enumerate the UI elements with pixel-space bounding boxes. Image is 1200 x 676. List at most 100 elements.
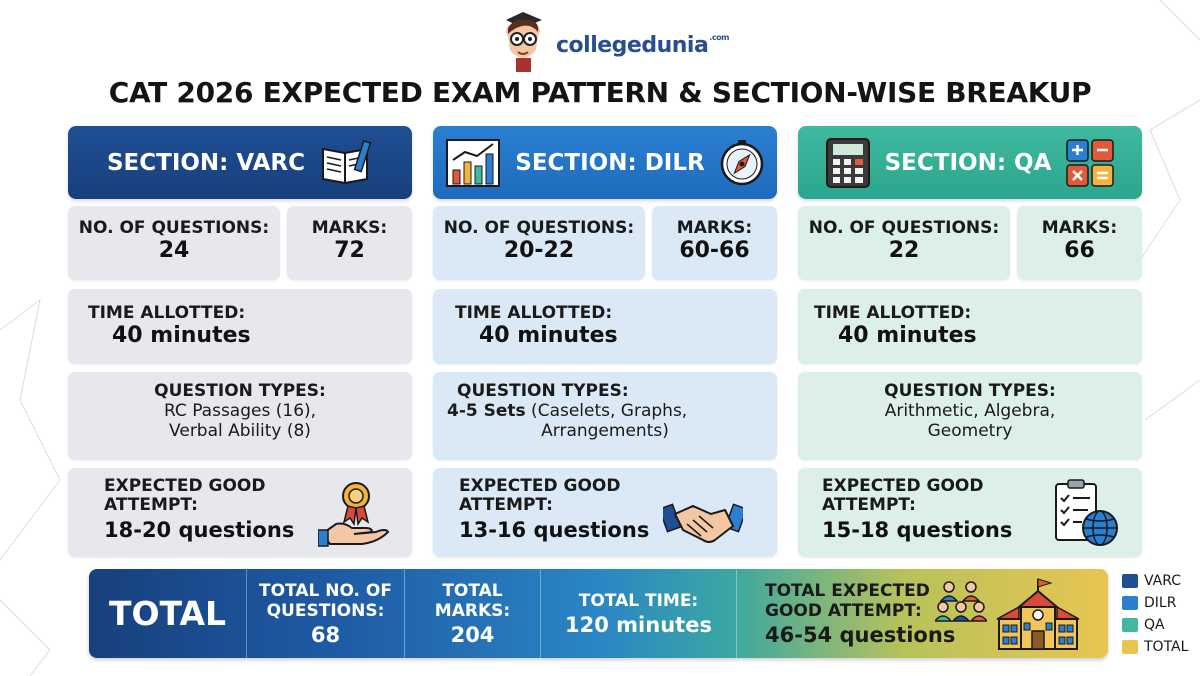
good-attempt-label: EXPECTED GOOD (104, 476, 266, 496)
question-types-label: QUESTION TYPES: (154, 381, 326, 401)
bar-chart-icon (446, 138, 501, 187)
good-attempt-value: 15-18 questions (822, 518, 1013, 542)
questions-label: NO. OF QUESTIONS: (808, 218, 1000, 238)
time-label: TIME ALLOTTED: (814, 303, 972, 323)
handshake-icon (663, 503, 743, 543)
question-types-card: QUESTION TYPES: 4-5 Sets (Caselets, Grap… (433, 372, 777, 460)
total-marks-label: TOTAL (442, 580, 503, 601)
time-card: TIME ALLOTTED: 40 minutes (433, 289, 777, 364)
question-types-line: Geometry (927, 421, 1013, 441)
question-types-label: QUESTION TYPES: (884, 381, 1056, 401)
good-attempt-label: ATTEMPT: (459, 495, 553, 515)
section-varc: SECTION: VARC NO. OF QUESTIONS: 24 MARKS… (68, 126, 412, 557)
total-good-attempt: TOTAL EXPECTED GOOD ATTEMPT: 46-54 quest… (736, 569, 1108, 658)
good-attempt-card: EXPECTED GOOD ATTEMPT: 13-16 questions (433, 468, 777, 557)
question-types-label: QUESTION TYPES: (457, 381, 629, 401)
marks-value: 60-66 (679, 238, 750, 263)
question-types-detail: (Caselets, Graphs, (525, 401, 688, 421)
compass-icon (720, 139, 763, 185)
section-title: SECTION: DILR (515, 149, 705, 176)
time-value: 40 minutes (838, 323, 977, 348)
questions-card: NO. OF QUESTIONS: 20-22 (433, 206, 645, 280)
marks-value: 72 (334, 238, 365, 263)
legend: VARC DILR QA TOTAL (1122, 570, 1188, 658)
math-symbols-icon (1066, 138, 1115, 187)
total-questions-value: 68 (310, 622, 341, 647)
total-summary-bar: TOTAL TOTAL NO. OF QUESTIONS: 68 TOTAL M… (89, 569, 1108, 658)
total-time-value: 120 minutes (565, 612, 712, 637)
section-title: SECTION: QA (884, 149, 1052, 176)
total-marks-label: MARKS: (434, 600, 511, 621)
legend-item-dilr: DILR (1122, 592, 1188, 614)
question-types-line: 4-5 Sets (Caselets, Graphs, (433, 401, 777, 421)
good-attempt-label: ATTEMPT: (104, 495, 198, 515)
brand-name: collegedunia.com (556, 32, 729, 58)
marks-label: MARKS: (676, 218, 753, 238)
total-attempt-label: GOOD ATTEMPT: (765, 600, 922, 621)
legend-swatch (1122, 596, 1138, 610)
marks-label: MARKS: (1041, 218, 1118, 238)
time-card: TIME ALLOTTED: 40 minutes (798, 289, 1142, 364)
section-dilr: SECTION: DILR NO. OF QUESTIONS: 20-22 MA… (433, 126, 777, 557)
brand-suffix: .com (709, 32, 729, 42)
question-types-line: Verbal Ability (8) (169, 421, 311, 441)
legend-item-qa: QA (1122, 614, 1188, 636)
student-mascot-icon (506, 12, 542, 72)
good-attempt-value: 18-20 questions (104, 518, 295, 542)
questions-label: NO. OF QUESTIONS: (78, 218, 270, 238)
marks-card: MARKS: 66 (1017, 206, 1142, 280)
total-questions: TOTAL NO. OF QUESTIONS: 68 (246, 569, 404, 658)
total-questions-label: QUESTIONS: (266, 600, 385, 621)
total-marks-value: 204 (450, 622, 495, 647)
brand-logo: collegedunia.com (496, 10, 729, 72)
questions-value: 24 (158, 238, 190, 263)
section-dilr-header: SECTION: DILR (433, 126, 777, 199)
questions-value: 22 (888, 238, 920, 263)
marks-card: MARKS: 72 (287, 206, 412, 280)
question-types-card: QUESTION TYPES: RC Passages (16), Verbal… (68, 372, 412, 460)
total-label: TOTAL (108, 594, 227, 633)
legend-swatch (1122, 574, 1138, 588)
section-varc-header: SECTION: VARC (68, 126, 412, 199)
calculator-icon (825, 137, 870, 188)
section-qa: SECTION: QA NO. OF QUESTIONS: 22 MARKS: … (798, 126, 1142, 557)
section-qa-header: SECTION: QA (798, 126, 1142, 199)
total-attempt-value: 46-54 questions (765, 622, 956, 647)
questions-value: 20-22 (503, 238, 575, 263)
good-attempt-label: EXPECTED GOOD (459, 476, 621, 496)
people-group-icon (935, 581, 987, 622)
questions-card: NO. OF QUESTIONS: 22 (798, 206, 1010, 280)
question-types-card: QUESTION TYPES: Arithmetic, Algebra, Geo… (798, 372, 1142, 460)
questions-card: NO. OF QUESTIONS: 24 (68, 206, 280, 280)
legend-item-varc: VARC (1122, 570, 1188, 592)
marks-label: MARKS: (311, 218, 388, 238)
good-attempt-card: EXPECTED GOOD ATTEMPT: 18-20 questions (68, 468, 412, 557)
question-types-line: RC Passages (16), (163, 401, 317, 421)
question-types-line: Arithmetic, Algebra, (884, 401, 1056, 421)
total-time-label: TOTAL TIME: (578, 590, 699, 611)
good-attempt-value: 13-16 questions (459, 518, 650, 542)
school-building-icon (996, 578, 1080, 650)
questions-label: NO. OF QUESTIONS: (443, 218, 635, 238)
section-title: SECTION: VARC (106, 149, 306, 176)
total-attempt-label: TOTAL EXPECTED (765, 580, 930, 601)
time-card: TIME ALLOTTED: 40 minutes (68, 289, 412, 364)
question-types-sets: 4-5 Sets (447, 401, 526, 421)
good-attempt-label: ATTEMPT: (822, 495, 916, 515)
time-value: 40 minutes (479, 323, 618, 348)
question-types-line: Arrangements) (541, 421, 669, 441)
legend-label: QA (1144, 617, 1165, 633)
legend-label: DILR (1144, 595, 1177, 611)
award-hand-icon (318, 482, 390, 547)
marks-value: 66 (1064, 238, 1095, 263)
marks-card: MARKS: 60-66 (652, 206, 777, 280)
legend-label: TOTAL (1144, 639, 1189, 655)
legend-swatch (1122, 618, 1138, 632)
book-pen-icon (322, 139, 372, 184)
time-label: TIME ALLOTTED: (455, 303, 613, 323)
total-marks: TOTAL MARKS: 204 (404, 569, 540, 658)
good-attempt-card: EXPECTED GOOD ATTEMPT: 15-18 questions (798, 468, 1142, 557)
total-time: TOTAL TIME: 120 minutes (540, 569, 736, 658)
legend-item-total: TOTAL (1122, 636, 1188, 658)
